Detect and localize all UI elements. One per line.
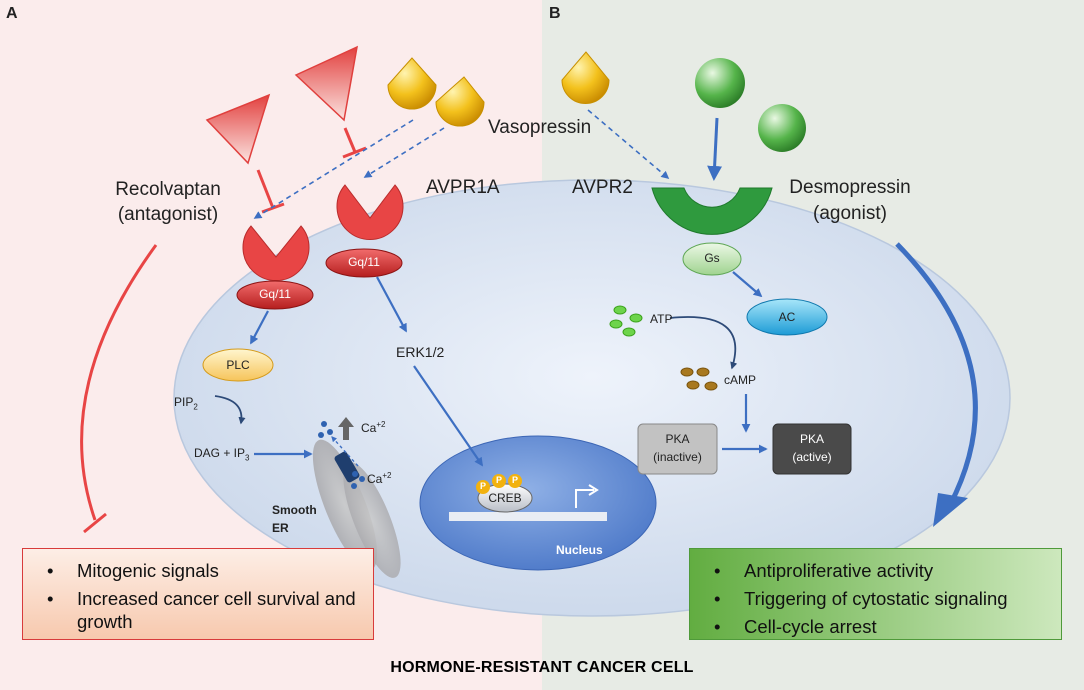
calcium-bottom-text: Ca: [367, 472, 383, 486]
cell-title: HORMONE-RESISTANT CANCER CELL: [390, 659, 694, 676]
pka-inactive-label: PKA: [665, 432, 690, 446]
phospho-label-3: P: [511, 475, 518, 485]
left-outcome-box: Mitogenic signals Increased cancer cell …: [22, 548, 374, 640]
gq11-left: [236, 280, 314, 310]
calcium-bottom-charge: +2: [382, 471, 392, 480]
calcium-top-text: Ca: [361, 421, 377, 435]
creb-label: CREB: [488, 491, 522, 505]
phospho-1: [476, 480, 490, 494]
left-outcome-item: Increased cancer cell survival and growt…: [37, 587, 359, 633]
gs-label: Gs: [704, 251, 720, 265]
nucleus: [419, 435, 657, 571]
activation-curve: [895, 242, 978, 507]
erk-label: ERK1/2: [396, 344, 445, 360]
pka-active-box: [772, 423, 852, 475]
pka-inactive-box: [637, 423, 718, 475]
panel-label-a: A: [6, 5, 18, 22]
vasopressin-droplet-3: [561, 51, 610, 104]
plc-label: PLC: [226, 358, 250, 372]
pka-inactive-state: (inactive): [653, 450, 702, 464]
pip2-subscript: 2: [193, 402, 198, 412]
avpr2-receptor: [651, 187, 773, 235]
right-outcome-item: Antiproliferative activity: [704, 559, 1047, 582]
transcription-start-arrow: [575, 489, 594, 508]
avpr1a-receptor-right: [336, 184, 404, 241]
desmopressin-ball-2: [758, 104, 806, 152]
camp-label: cAMP: [724, 373, 757, 387]
calcium-dots-bottom: [351, 471, 365, 489]
ac-label: AC: [778, 310, 796, 324]
panel-label-b: B: [549, 5, 561, 22]
calcium-dots-top: [318, 421, 333, 438]
dag-ip3-text: DAG + IP: [194, 446, 246, 460]
camp-dots: [680, 367, 718, 391]
ip3-subscript: 3: [245, 453, 250, 463]
plc: [202, 348, 274, 382]
phospho-label-1: P: [479, 481, 486, 491]
ac: [746, 298, 828, 336]
agonist-label: (agonist): [813, 203, 887, 224]
desmopressin-ball-1: [695, 58, 745, 108]
calcium-top-charge: +2: [376, 420, 386, 429]
gq11-right: [325, 248, 403, 278]
calcium-up-arrow: [338, 417, 354, 440]
desmopressin-label: Desmopressin: [789, 177, 911, 198]
smooth-er-label-1: Smooth: [272, 503, 317, 517]
antagonist-label: (antagonist): [117, 204, 219, 225]
pip2-label: PIP2: [174, 396, 198, 411]
smooth-er-label-2: ER: [272, 521, 289, 535]
gq11-left-label: Gq/11: [259, 287, 291, 301]
phospho-3: [508, 474, 522, 488]
right-outcome-box: Antiproliferative activity Triggering of…: [689, 548, 1062, 640]
calcium-bottom-label: Ca+2: [367, 471, 392, 486]
phospho-label-2: P: [495, 475, 502, 485]
pka-active-state: (active): [792, 450, 832, 464]
recolvaptan-label: Recolvaptan: [115, 179, 221, 200]
avpr1a-label: AVPR1A: [426, 177, 500, 198]
gs: [682, 242, 742, 276]
vasopressin-droplet-2: [435, 76, 485, 127]
vasopressin-droplet-1: [387, 57, 437, 110]
atp-label: ATP: [650, 312, 673, 326]
recolvaptan-triangle-2: [294, 45, 358, 122]
gq11-right-label: Gq/11: [348, 255, 380, 269]
atp-dots: [609, 305, 643, 337]
vasopressin-label: Vasopressin: [488, 117, 592, 138]
phospho-2: [492, 474, 506, 488]
pka-active-label: PKA: [799, 432, 824, 446]
dna-strand: [449, 512, 607, 521]
pip2-text: PIP: [174, 395, 194, 409]
nucleus-label: Nucleus: [556, 543, 603, 557]
right-outcome-item: Triggering of cytostatic signaling: [704, 587, 1047, 610]
recolvaptan-triangle-1: [205, 93, 271, 165]
inhibition-curve: [80, 244, 158, 521]
left-outcome-item: Mitogenic signals: [37, 559, 359, 582]
avpr2-label: AVPR2: [572, 177, 633, 198]
calcium-top-label: Ca+2: [361, 420, 386, 435]
right-outcome-item: Cell-cycle arrest: [704, 615, 1047, 638]
dag-ip3-label: DAG + IP3: [194, 447, 249, 462]
